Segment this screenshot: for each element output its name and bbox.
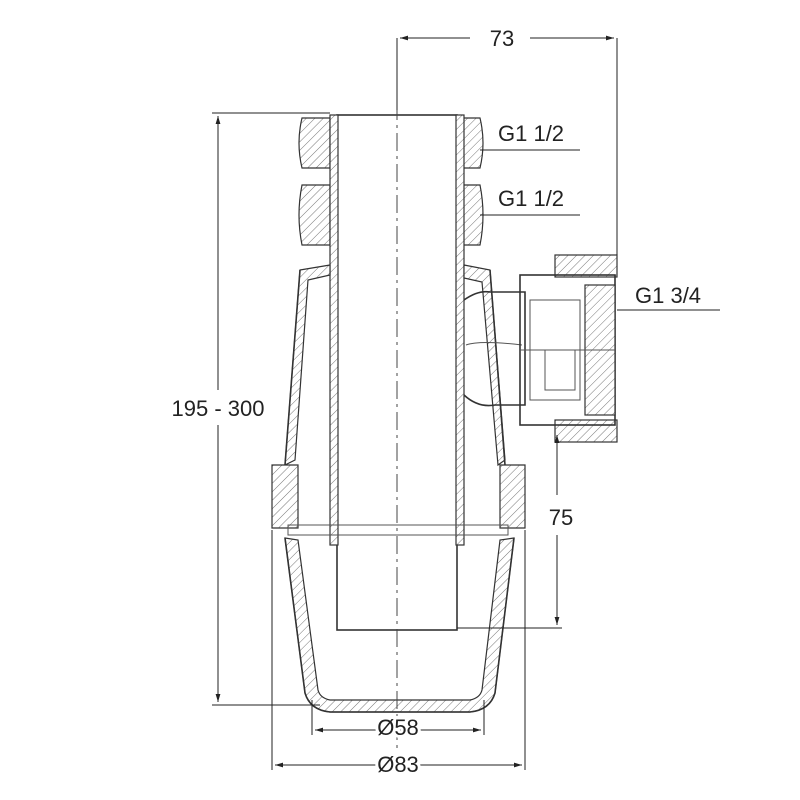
upper-thread-label: G1 1/2 [498, 121, 564, 146]
dimension-height: 195 - 300 [172, 112, 330, 706]
lower-thread-label: G1 1/2 [498, 186, 564, 211]
dimension-75: 75 [457, 435, 573, 629]
callout-lower-thread: G1 1/2 [480, 186, 580, 216]
callout-upper-thread: G1 1/2 [480, 121, 580, 151]
outlet-height-label: 75 [549, 505, 573, 530]
callout-outlet-thread: G1 3/4 [617, 283, 720, 311]
height-range-label: 195 - 300 [172, 396, 265, 421]
outer-diameter-label: Ø83 [377, 752, 419, 777]
dimension-inner-diameter: Ø58 [311, 700, 485, 743]
dimension-73-label: 73 [490, 26, 514, 51]
inner-diameter-label: Ø58 [377, 715, 419, 740]
dimension-outer-diameter: Ø83 [271, 530, 526, 780]
trap-body [271, 114, 618, 713]
dimension-73: 73 [396, 26, 618, 255]
outlet-thread-label: G1 3/4 [635, 283, 701, 308]
